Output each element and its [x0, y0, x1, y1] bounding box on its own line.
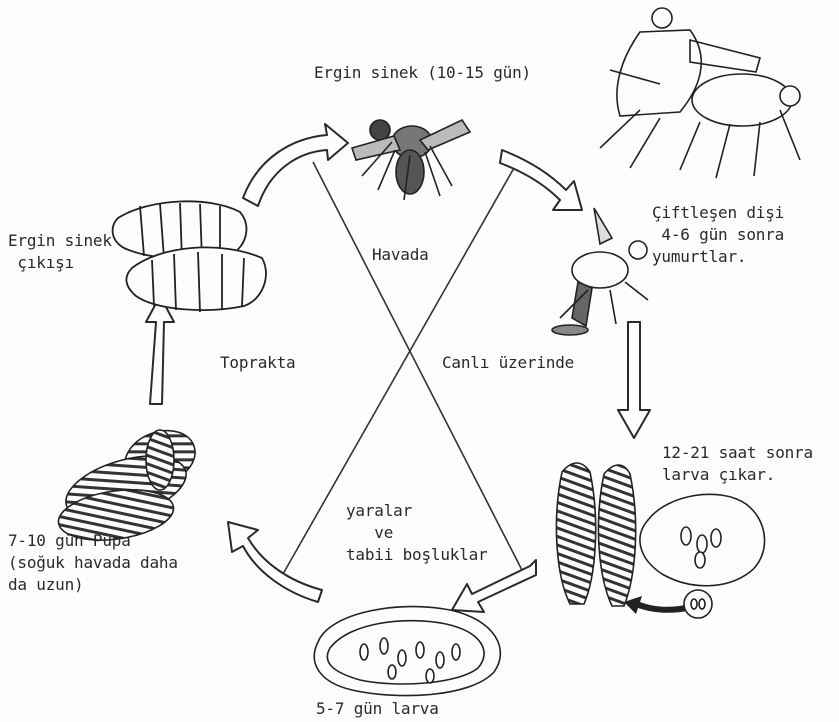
host-wound-larvae-icon — [314, 607, 500, 696]
adult-fly-label: Ergin sinek (10-15 gün) — [314, 62, 531, 84]
empty-pupa-cases-icon — [113, 201, 266, 312]
small-arrow-icon — [624, 596, 692, 614]
arrow-hatch-to-larva-icon — [452, 560, 536, 612]
zone-wounds-label: yaralar ve tabii boşluklar — [346, 500, 488, 566]
larva-stage-label: 5-7 gün larva — [316, 698, 439, 720]
arrow-adult-to-mating-icon — [500, 150, 582, 210]
zone-air-label: Havada — [372, 244, 429, 266]
pupae-icon — [55, 421, 202, 547]
larvae-icon — [556, 463, 635, 606]
adult-fly-icon — [352, 120, 470, 200]
mating-flies-icon — [600, 8, 800, 178]
wound-pocket-icon — [640, 494, 765, 618]
egg-laying-female-icon — [552, 208, 648, 335]
arrow-mating-to-hatch-icon — [618, 322, 650, 438]
mating-female-label: Çiftleşen dişi 4-6 gün sonra yumurtlar. — [652, 202, 784, 268]
arrow-pupa-to-adult-icon — [243, 124, 348, 206]
zone-soil-label: Toprakta — [220, 352, 295, 374]
larva-hatch-label: 12-21 saat sonra larva çıkar. — [662, 442, 813, 486]
zone-host-label: Canlı üzerinde — [442, 352, 574, 374]
adult-emergence-label: Ergin sinek çıkışı — [8, 230, 112, 274]
pupa-stage-label: 7-10 gün Pupa (soğuk havada daha da uzun… — [8, 530, 178, 596]
arrow-pupa-up-icon — [146, 296, 174, 404]
arrow-larva-to-pupa-icon — [228, 522, 322, 602]
